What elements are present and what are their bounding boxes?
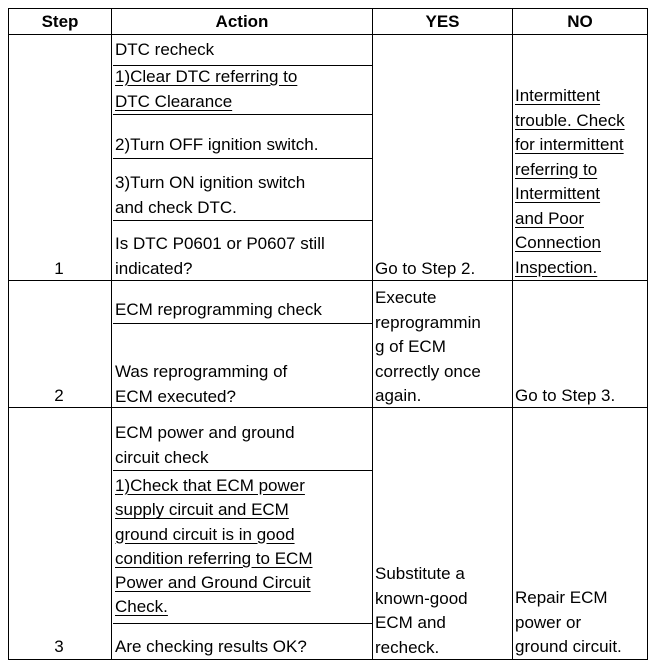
no-line: Repair ECM xyxy=(515,588,608,607)
action-instruction: 1)Clear DTC referring to DTC Clearance xyxy=(115,65,297,114)
action-instruction: 2)Turn OFF ignition switch. xyxy=(115,135,319,154)
action-line: and check DTC. xyxy=(115,197,237,217)
yes-line: again. xyxy=(375,386,422,405)
step-number: 1 xyxy=(54,259,64,278)
action-sub-divider xyxy=(113,65,372,66)
row-divider xyxy=(9,280,647,281)
no-result: Intermittent trouble. Check for intermit… xyxy=(515,84,625,280)
yes-result: Execute reprogrammin g of ECM correctly … xyxy=(375,286,481,409)
action-link[interactable]: DTC Clearance xyxy=(115,91,233,111)
action-line: 1)Clear DTC referring to xyxy=(115,67,298,86)
action-question: Are checking results OK? xyxy=(115,637,307,656)
action-title: DTC recheck xyxy=(115,40,215,59)
header-no: NO xyxy=(567,12,593,31)
step-number: 3 xyxy=(54,637,64,656)
yes-line: known-good xyxy=(375,588,468,608)
no-line[interactable]: trouble. Check xyxy=(515,110,625,130)
row-divider xyxy=(9,407,647,408)
no-result: Go to Step 3. xyxy=(515,386,616,405)
action-question: Is DTC P0601 or P0607 still indicated? xyxy=(115,232,325,281)
diagnostic-table: Step Action YES NO 1 DTC recheck 1)Clear… xyxy=(8,8,648,660)
header-step: Step xyxy=(41,12,79,31)
column-divider xyxy=(111,9,112,659)
no-line[interactable]: referring to xyxy=(515,159,598,179)
action-line: ECM executed? xyxy=(115,386,236,406)
yes-line: Execute xyxy=(375,288,437,307)
action-sub-divider xyxy=(113,220,372,221)
yes-line: ECM and xyxy=(375,613,446,632)
yes-line: correctly once xyxy=(375,361,481,381)
action-line: ground circuit is in good xyxy=(115,524,295,544)
no-line: ground circuit. xyxy=(515,637,622,656)
no-line[interactable]: for intermittent xyxy=(515,135,624,154)
action-sub-divider xyxy=(113,323,372,324)
action-line: indicated? xyxy=(115,258,193,278)
column-divider xyxy=(512,9,513,659)
column-divider xyxy=(372,9,373,659)
yes-line: recheck. xyxy=(375,637,440,657)
action-link[interactable]: Check. xyxy=(115,597,168,617)
no-line: power or xyxy=(515,612,582,632)
yes-line: g of ECM xyxy=(375,337,446,356)
action-sub-divider xyxy=(113,623,372,624)
action-link[interactable]: Power and Ground Circuit xyxy=(115,573,311,593)
yes-line: reprogrammin xyxy=(375,312,481,332)
action-sub-divider xyxy=(113,158,372,159)
action-instruction: 3)Turn ON ignition switch and check DTC. xyxy=(115,171,305,220)
header-divider xyxy=(9,34,647,35)
action-instruction: 1)Check that ECM power supply circuit an… xyxy=(115,474,312,620)
header-yes: YES xyxy=(425,12,460,31)
no-line[interactable]: and Poor xyxy=(515,208,584,228)
action-line: ECM power and ground xyxy=(115,423,295,442)
action-line: supply circuit and ECM xyxy=(115,500,289,520)
no-line[interactable]: Intermittent xyxy=(515,184,601,203)
action-title: ECM power and ground circuit check xyxy=(115,421,295,470)
action-question: Was reprogramming of ECM executed? xyxy=(115,360,287,409)
no-line[interactable]: Intermittent xyxy=(515,86,601,105)
yes-result: Substitute a known-good ECM and recheck. xyxy=(375,562,468,660)
header-action: Action xyxy=(215,12,269,31)
action-line: Is DTC P0601 or P0607 still xyxy=(115,234,325,253)
action-line: 3)Turn ON ignition switch xyxy=(115,173,306,192)
action-line: Was reprogramming of xyxy=(115,362,288,381)
action-line: 1)Check that ECM power xyxy=(115,476,305,495)
yes-line: Substitute a xyxy=(375,564,465,583)
action-sub-divider xyxy=(113,114,372,115)
no-line[interactable]: Connection xyxy=(515,233,602,252)
action-line: circuit check xyxy=(115,447,209,467)
yes-result: Go to Step 2. xyxy=(375,259,476,278)
action-line[interactable]: condition referring to ECM xyxy=(115,548,313,568)
action-title: ECM reprogramming check xyxy=(115,300,322,319)
no-line[interactable]: Inspection. xyxy=(515,257,598,277)
action-sub-divider xyxy=(113,470,372,471)
step-number: 2 xyxy=(54,386,64,405)
no-result: Repair ECM power or ground circuit. xyxy=(515,586,622,660)
